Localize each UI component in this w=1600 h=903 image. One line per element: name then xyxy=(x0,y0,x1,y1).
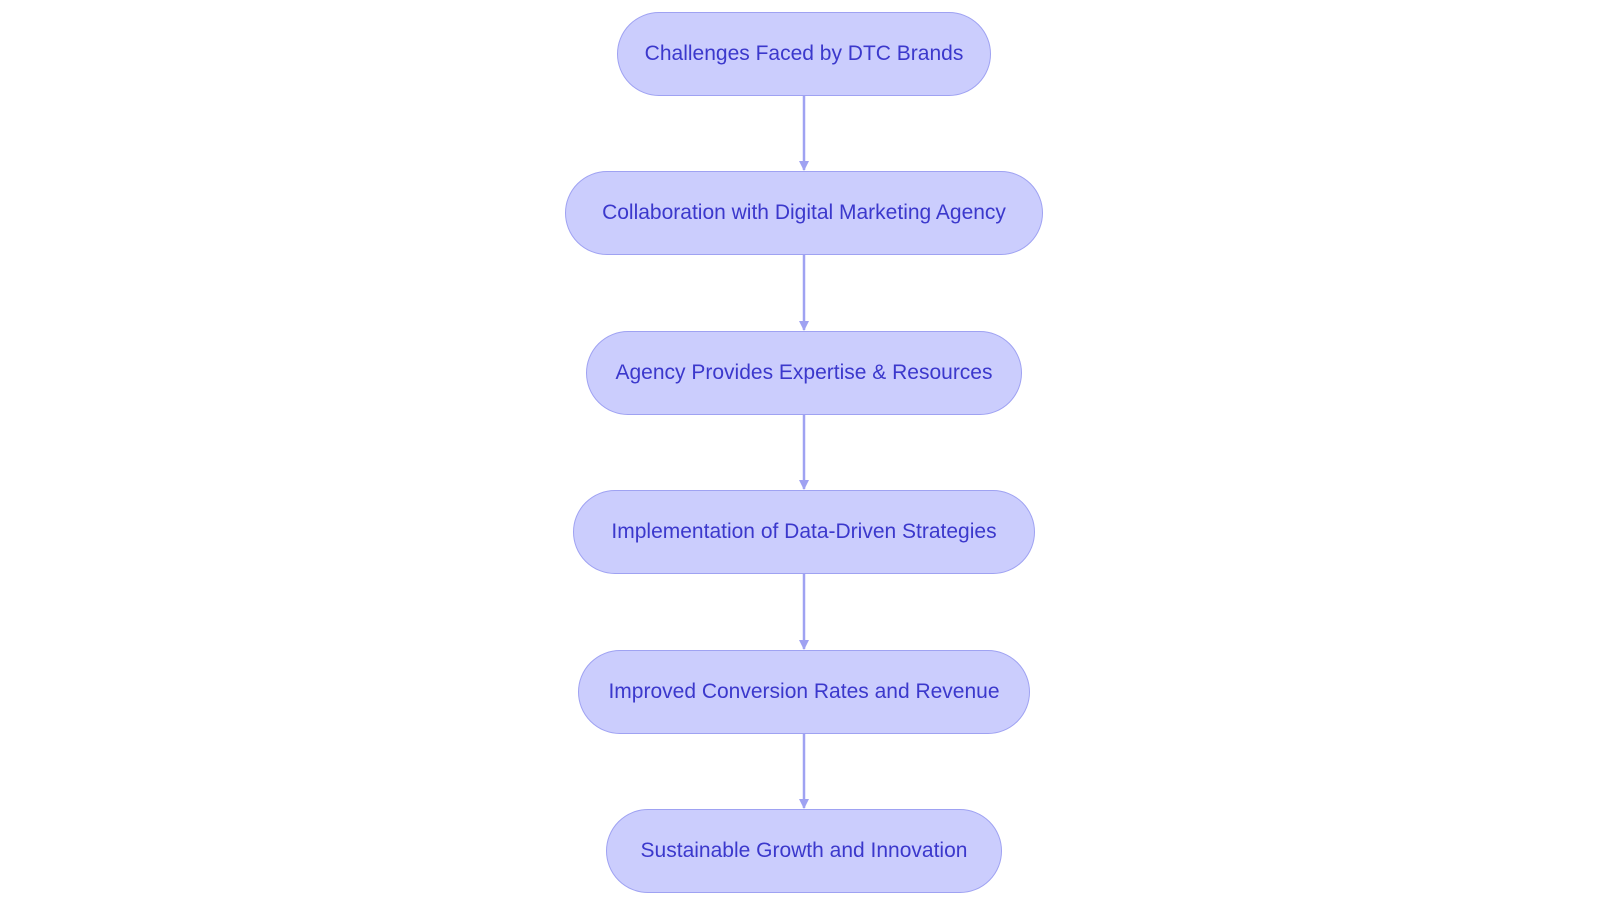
node-label: Challenges Faced by DTC Brands xyxy=(644,42,964,65)
node-challenges-faced-by-dtc-brands: Challenges Faced by DTC Brands xyxy=(617,12,991,96)
node-collaboration-with-digital-marketing-agency: Collaboration with Digital Marketing Age… xyxy=(565,171,1043,255)
node-label: Implementation of Data-Driven Strategies xyxy=(611,520,997,543)
node-label: Collaboration with Digital Marketing Age… xyxy=(602,201,1006,224)
node-implementation-of-data-driven-strategies: Implementation of Data-Driven Strategies xyxy=(573,490,1035,574)
node-label: Agency Provides Expertise & Resources xyxy=(615,361,993,384)
node-agency-provides-expertise-resources: Agency Provides Expertise & Resources xyxy=(586,331,1022,415)
node-sustainable-growth-and-innovation: Sustainable Growth and Innovation xyxy=(606,809,1002,893)
node-improved-conversion-rates-and-revenue: Improved Conversion Rates and Revenue xyxy=(578,650,1030,734)
node-label: Improved Conversion Rates and Revenue xyxy=(608,680,1000,703)
node-label: Sustainable Growth and Innovation xyxy=(640,839,968,862)
